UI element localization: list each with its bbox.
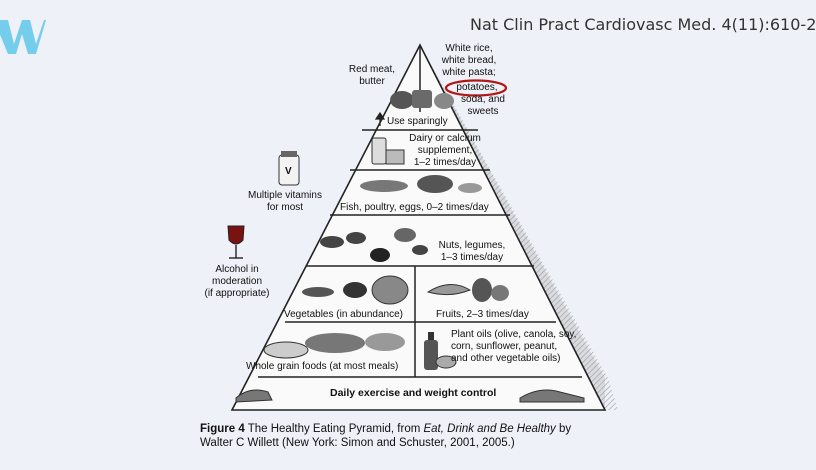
label-whole-grain: Whole grain foods (at most meals) (246, 361, 399, 372)
label-vegetables: Vegetables (in abundance) (284, 309, 403, 320)
label-exercise-base: Daily exercise and weight control (330, 387, 497, 399)
nuts-legumes-sketch (320, 228, 428, 262)
label-dairy: Dairy or calcium supplement, 1–2 times/d… (409, 133, 481, 168)
vitamin-letter: V (285, 166, 292, 177)
dairy-sketch (371, 137, 405, 165)
label-potatoes: potatoes, (456, 82, 498, 93)
wine-glass-sketch (227, 225, 245, 259)
whole-grain-sketch (263, 333, 405, 359)
label-multiple-vitamins: Multiple vitamins for most (248, 190, 322, 213)
white-foods-sketch (434, 93, 454, 109)
plant-oils-sketch (424, 332, 457, 370)
figure-caption: Figure 4 The Healthy Eating Pyramid, fro… (200, 422, 600, 450)
label-alcohol: Alcohol in moderation (if appropriate) (204, 264, 270, 299)
shoe-left-sketch (235, 389, 273, 403)
vitamin-bottle-sketch (278, 151, 300, 186)
caption-text-before: The Healthy Eating Pyramid, from (244, 423, 424, 435)
figure-label: Figure 4 (200, 423, 245, 435)
fish-poultry-sketch (360, 175, 482, 193)
label-soda-sweets: soda, and sweets (461, 94, 505, 117)
logo-mark (0, 20, 46, 54)
pyramid-side-face (420, 45, 618, 410)
potatoes-highlight-circle (444, 79, 508, 97)
use-sparingly-arrow (374, 111, 386, 126)
red-meat-sketch (390, 90, 432, 109)
pyramid-outline (230, 43, 607, 411)
caption-book-title: Eat, Drink and Be Healthy (423, 423, 556, 435)
caption-text-after: by Walter C Willett (New York: Simon and… (200, 423, 572, 449)
citation-text: Nat Clin Pract Cardiovasc Med. 4(11):610… (470, 15, 816, 34)
label-use-sparingly: Use sparingly (387, 116, 448, 127)
vegetables-sketch (302, 275, 409, 305)
label-white-foods: White rice, white bread, white pasta; (441, 43, 497, 78)
shoe-right-sketch (519, 389, 585, 403)
fruits-sketch (426, 278, 509, 302)
label-red-meat: Red meat, butter (348, 64, 396, 87)
label-fruits: Fruits, 2–3 times/day (436, 309, 529, 320)
label-fish-poultry: Fish, poultry, eggs, 0–2 times/day (340, 202, 489, 213)
pyramid-diagram (227, 43, 618, 411)
label-plant-oils: Plant oils (olive, canola, soy, corn, su… (451, 329, 577, 364)
label-nuts-legumes: Nuts, legumes, 1–3 times/day (438, 240, 506, 263)
